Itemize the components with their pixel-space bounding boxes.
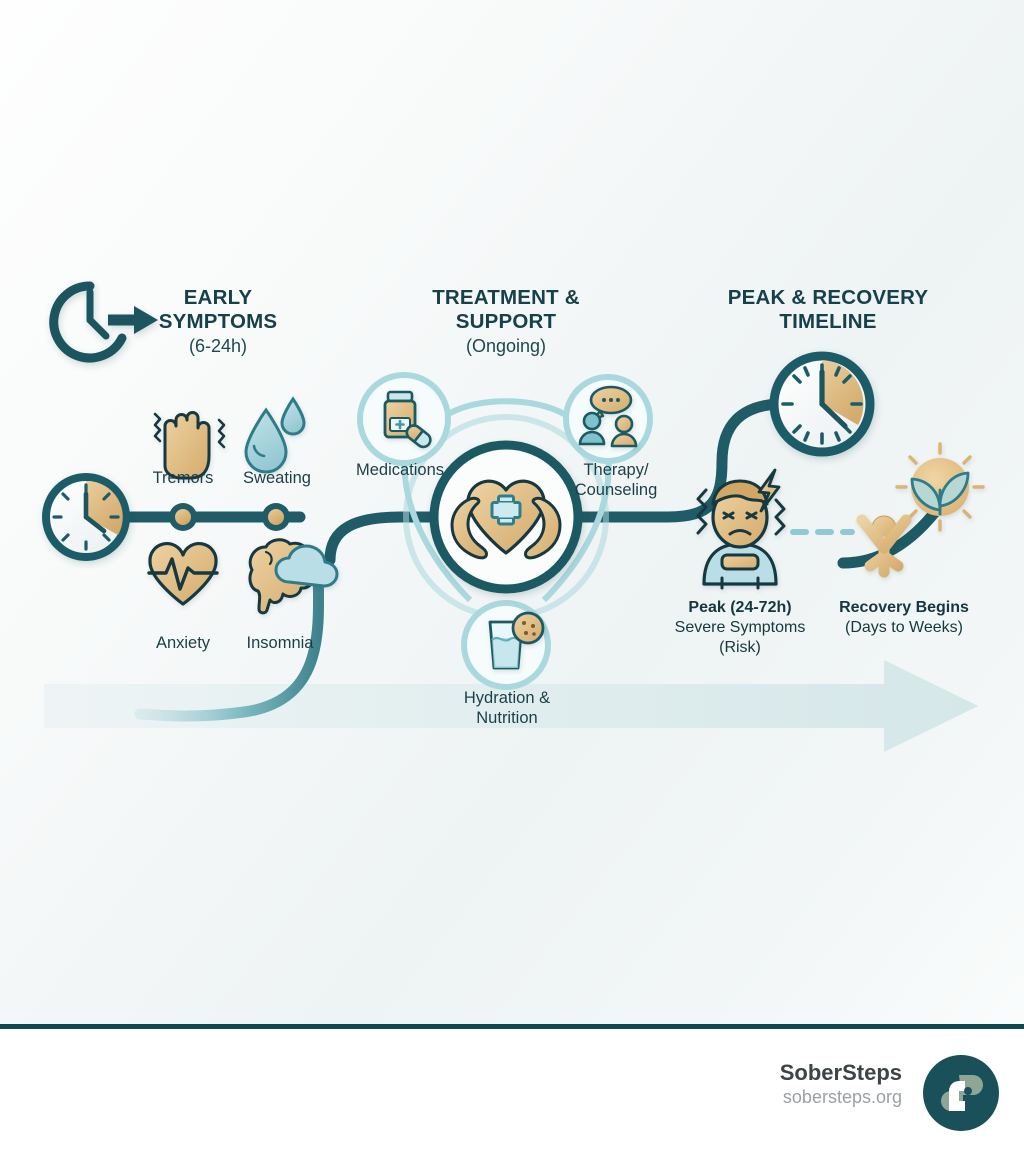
outcome-label-peak: Peak (24-72h) Severe Symptoms (Risk) [650,598,830,658]
therapy-label-line1: Therapy/ [583,461,649,479]
brand-name: SoberSteps [779,1060,902,1085]
stage-heading-peak: PEAK & RECOVERY TIMELINE [700,286,956,334]
hydration-label-line1: Hydration & [463,689,551,707]
stage-title-peak-line1: PEAK & RECOVERY [727,286,929,309]
peak-label-line1: Peak (24-72h) [688,599,792,616]
peak-label-line2: Severe Symptoms [674,619,806,637]
timeline-connector-path [120,398,784,722]
treatment-label-medications: Medications [355,461,445,479]
brand-url: sobersteps.org [782,1087,902,1108]
progress-arrow-band [44,660,978,752]
stage-heading-treatment: TREATMENT & SUPPORT (Ongoing) [406,286,606,356]
footer: SoberSteps sobersteps.org [0,1024,1024,1154]
brand-block: SoberSteps sobersteps.org [780,1060,902,1110]
timeline-node-1 [169,503,197,531]
stage-title-treatment-line2: SUPPORT [455,309,557,333]
symptom-label-insomnia: Insomnia [246,634,314,652]
logo-glyph [941,1075,983,1111]
water-glass-food-icon-bubble [461,600,551,690]
stage-subtitle-early: (6-24h) [188,335,248,356]
stage-title-peak-line2: TIMELINE [779,309,877,333]
heart-pulse-icon [147,542,219,606]
recovery-label-line1: Recovery Begins [839,599,969,616]
symptom-label-anxiety: Anxiety [155,634,211,652]
distressed-person-icon [696,468,786,590]
outcome-label-recovery: Recovery Begins (Days to Weeks) [818,598,990,638]
stage-subtitle-treatment: (Ongoing) [465,335,547,356]
stage-heading-early: EARLY SYMPTOMS (6-24h) [148,286,288,356]
treatment-label-hydration: Hydration & Nutrition [437,688,577,728]
treatment-label-therapy: Therapy/ Counseling [556,460,676,500]
sobersteps-logo-mark [923,1055,999,1131]
infographic-canvas: EARLY SYMPTOMS (6-24h) TREATMENT & SUPPO… [0,0,1024,1024]
peak-label-line3: (Risk) [719,639,761,657]
footer-divider [0,1024,1024,1029]
counseling-people-icon-bubble [563,374,653,464]
shaking-hand-icon [153,411,226,480]
infographic-artwork [42,281,985,752]
clock-icon-left [42,473,130,561]
pill-bottle-icon-bubble [357,372,451,466]
hands-holding-heart-icon-hub [429,440,583,594]
hydration-label-line2: Nutrition [476,709,538,728]
stage-title-early-line1: EARLY [183,286,253,309]
symptom-label-sweating: Sweating [243,469,311,487]
water-droplet-icon [244,396,306,474]
clock-arrow-icon [49,281,158,363]
person-sun-growth-icon [837,442,985,578]
recovery-label-line2: (Days to Weeks) [845,619,963,637]
stage-title-early-line2: SYMPTOMS [158,309,278,333]
stage-title-treatment-line1: TREATMENT & [432,286,580,309]
clock-icon-right [769,351,875,457]
therapy-label-line2: Counseling [574,481,658,500]
symptom-label-tremors: Tremors [152,469,214,487]
timeline-node-2 [262,503,290,531]
brain-cloud-icon [248,538,339,615]
